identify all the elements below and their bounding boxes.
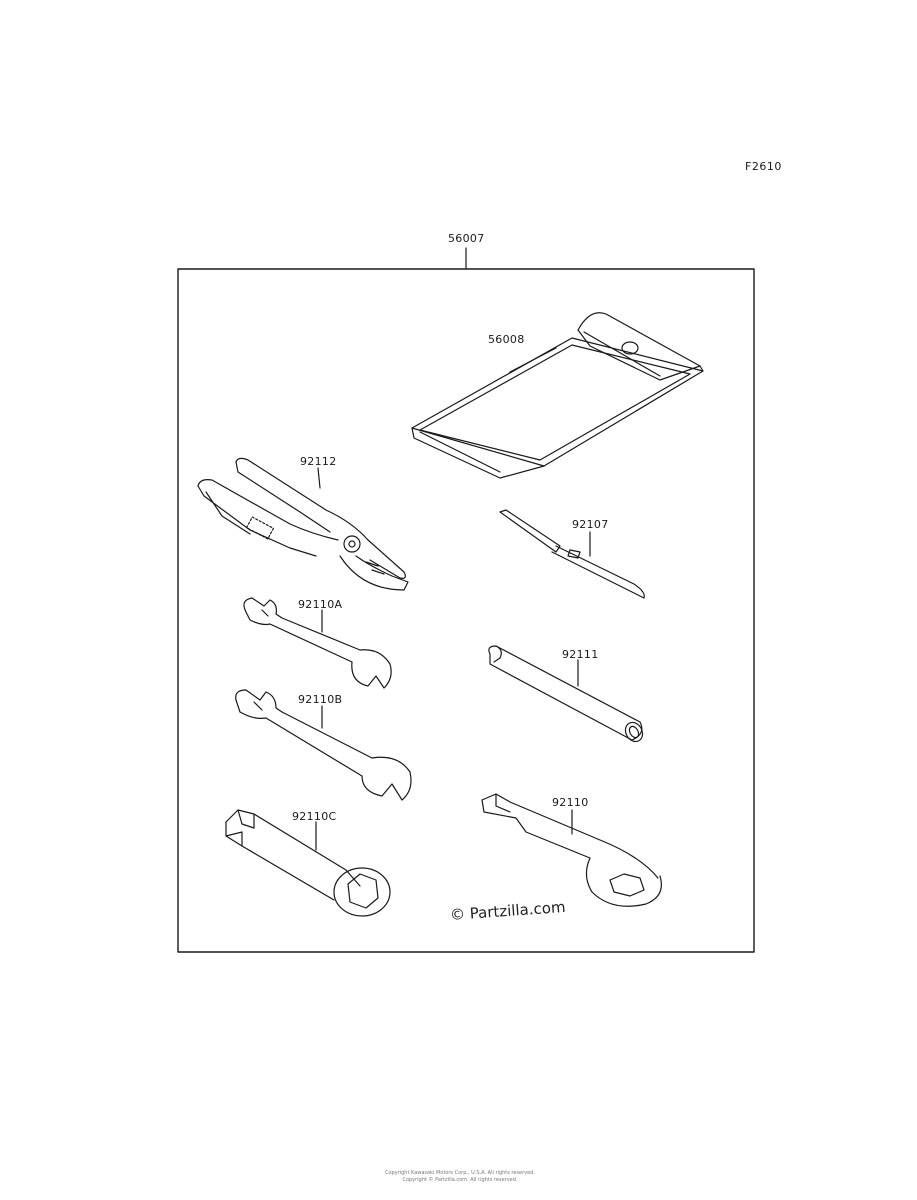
part-number-pliers: 92112 xyxy=(300,455,337,468)
pliers-drawing xyxy=(197,457,409,591)
figure-code: F2610 xyxy=(745,160,782,173)
part-number-ring-wrench: 92110 xyxy=(552,796,589,809)
screwdriver-drawing xyxy=(499,509,645,599)
handle-tube-drawing xyxy=(488,645,644,743)
part-number-wrench-a: 92110A xyxy=(298,598,343,611)
part-number-wrench-b: 92110B xyxy=(298,693,343,706)
footer-copyright-line-2: Copyright © Partzilla.com. All rights re… xyxy=(402,1177,518,1183)
part-number-assembly: 56007 xyxy=(448,232,485,245)
assembly-frame xyxy=(177,268,755,953)
part-number-screwdriver: 92107 xyxy=(572,518,609,531)
part-number-socket: 92110C xyxy=(292,810,337,823)
ring-wrench-drawing xyxy=(481,793,662,907)
tool-case-drawing xyxy=(411,312,704,479)
part-number-case: 56008 xyxy=(488,333,525,346)
part-number-handle: 92111 xyxy=(562,648,599,661)
socket-wrench-drawing xyxy=(225,809,391,917)
wrench-a-drawing xyxy=(243,597,392,689)
wrench-b-drawing xyxy=(235,689,412,801)
footer-copyright-line-1: Copyright Kawasaki Motors Corp., U.S.A. … xyxy=(385,1170,535,1176)
